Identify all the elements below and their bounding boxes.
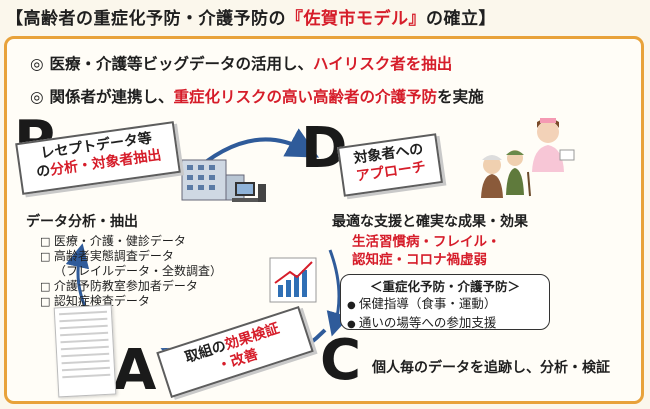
page-title: 【高齢者の重症化予防・介護予防の『佐賀市モデル』の確立】 <box>6 4 496 29</box>
check-text: 個人毎のデータを追跡し、分析・検証 <box>372 360 610 376</box>
title-highlight: 『佐賀市モデル』 <box>286 9 426 29</box>
pdca-letter-a: A <box>113 338 157 403</box>
list-item-note: （フレイルデータ・全数調査） <box>54 264 223 278</box>
list-item: 医療・介護・健診データ <box>40 234 222 249</box>
prevention-item: 保健指導（食事・運動） <box>347 295 543 314</box>
bullet-mark: ◎ <box>30 88 44 106</box>
risk-line: 認知症・コロナ禍虚弱 <box>352 252 487 268</box>
data-source-list: 医療・介護・健診データ 高齢者実態調査データ （フレイルデータ・全数調査） 介護… <box>40 234 222 309</box>
list-item: 認知症検査データ <box>40 294 222 309</box>
plan-heading: データ分析・抽出 <box>26 214 138 230</box>
title-suffix: の確立】 <box>426 9 496 29</box>
bullet-highlight: 重症化リスクの高い高齢者の介護予防 <box>173 88 438 106</box>
title-prefix: 【高齢者の重症化予防・介護予防の <box>6 9 286 29</box>
bullet-text: 医療・介護等ビッグデータの活用し、 <box>49 55 314 73</box>
computer-icon <box>232 182 266 202</box>
bullet-text: 関係者が連携し、 <box>49 88 174 106</box>
arrow-do-to-check <box>326 249 350 337</box>
document-image <box>53 304 117 398</box>
risk-list: 生活習慣病・フレイル・ 認知症・コロナ禍虚弱 <box>352 233 501 269</box>
prevention-item: 通いの場等への参加支援 <box>347 314 543 333</box>
prevention-box: ＜重症化予防・介護予防＞ 保健指導（食事・運動） 通いの場等への参加支援 <box>340 274 550 330</box>
building-icon <box>181 159 245 201</box>
risk-line: 生活習慣病・フレイル・ <box>352 234 501 250</box>
prevention-box-title: ＜重症化予防・介護予防＞ <box>369 279 520 294</box>
chart-icon <box>269 257 317 303</box>
nurse-icon <box>532 118 575 172</box>
pdca-letter-c: C <box>320 328 362 393</box>
bullet-bigdata: ◎ 医療・介護等ビッグデータの活用し、ハイリスク者を抽出 <box>30 52 452 74</box>
do-heading: 最適な支援と確実な成果・効果 <box>332 214 528 230</box>
bullet-suffix: を実施 <box>437 88 484 106</box>
list-item: 高齢者実態調査データ <box>40 249 222 264</box>
bullet-mark: ◎ <box>30 55 44 73</box>
elderly-couple-icon <box>481 150 531 198</box>
bullet-collaboration: ◎ 関係者が連携し、重症化リスクの高い高齢者の介護予防を実施 <box>30 85 484 107</box>
list-item: 介護予防教室参加者データ <box>40 279 222 294</box>
bullet-highlight: ハイリスク者を抽出 <box>313 55 453 73</box>
